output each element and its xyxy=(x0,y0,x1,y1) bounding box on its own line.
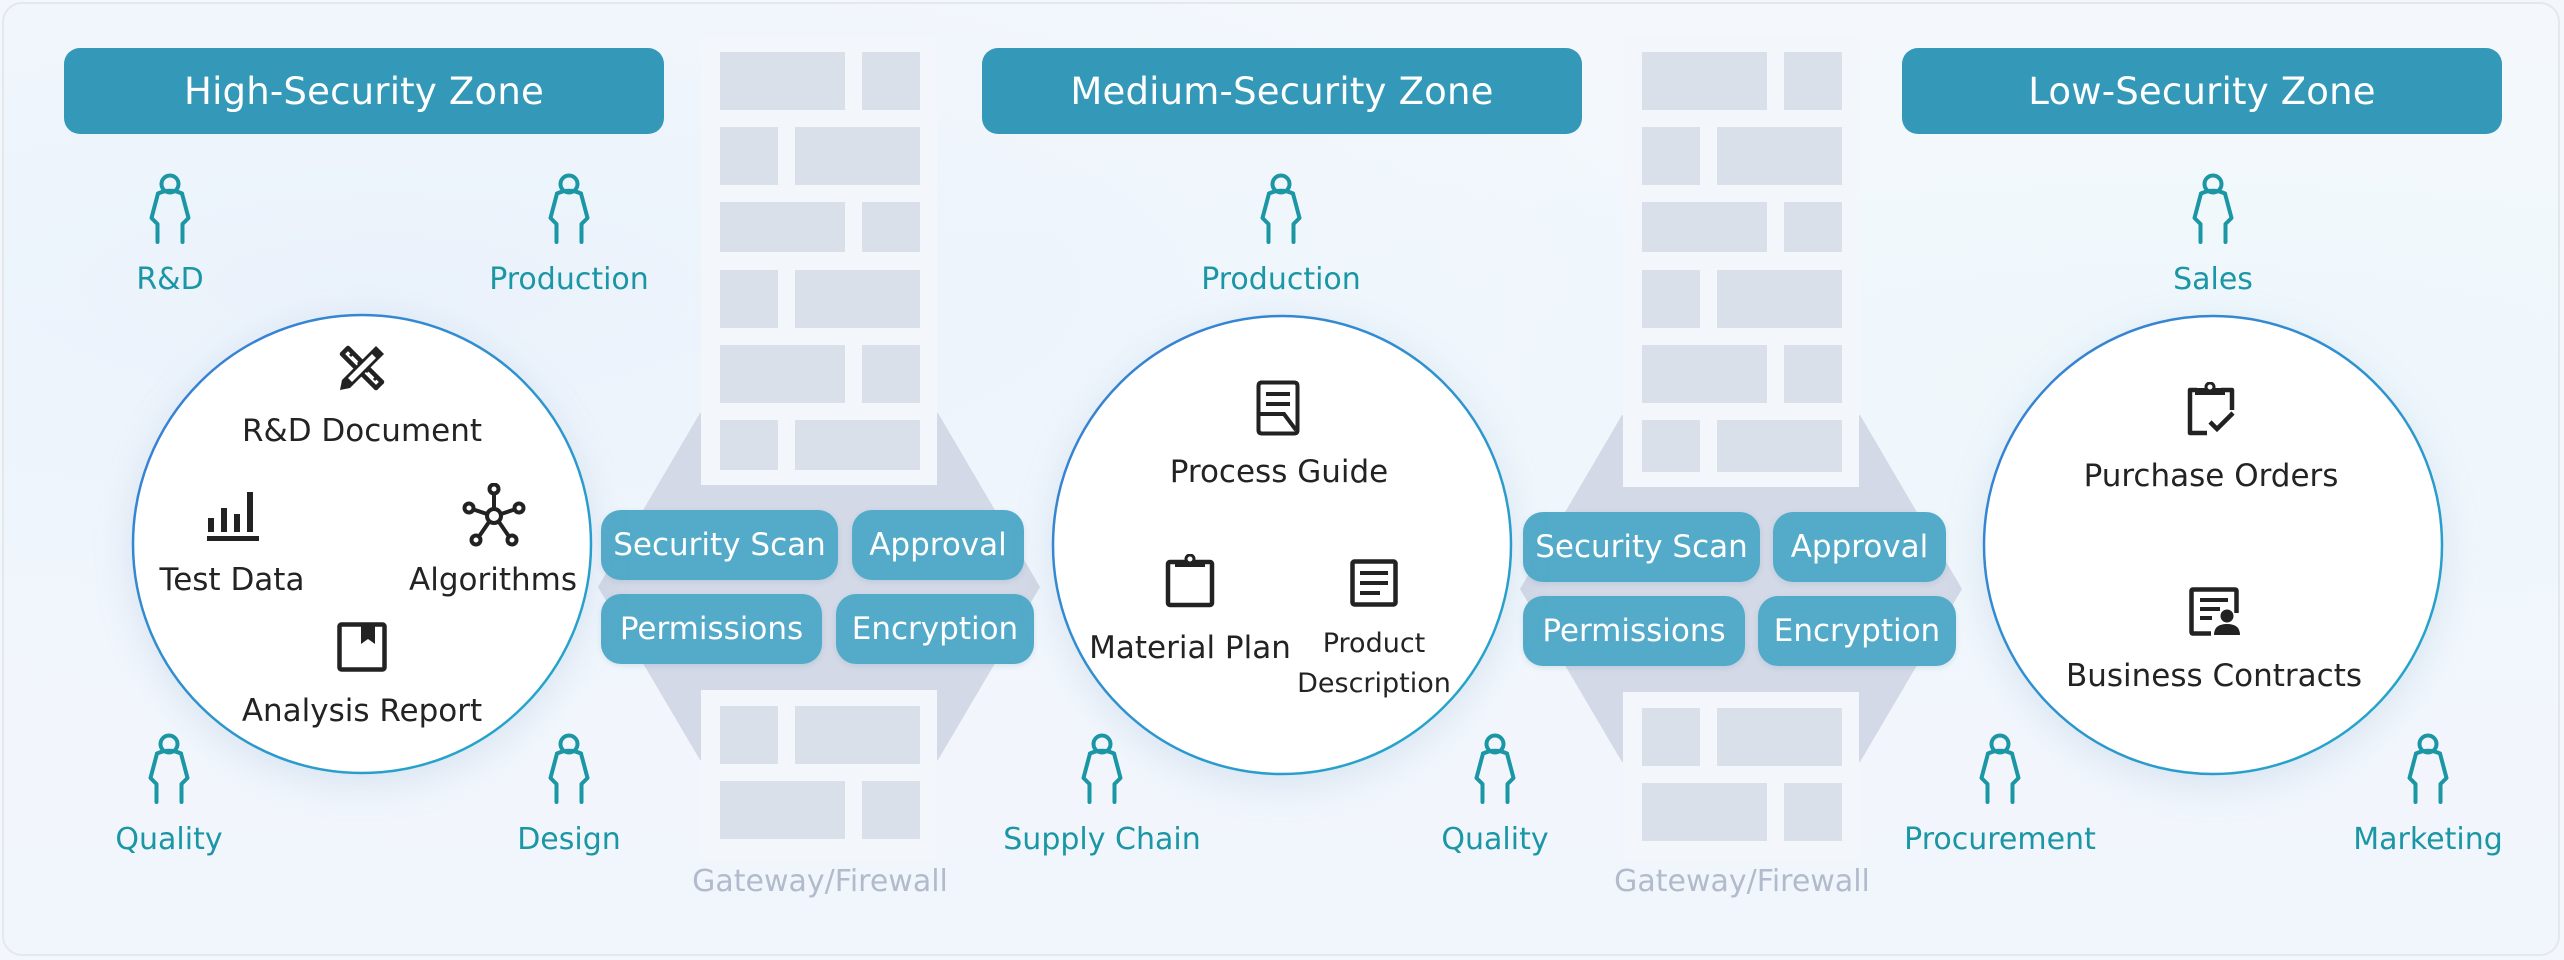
bookmark-report-icon xyxy=(337,622,387,672)
control-security-scan[interactable]: Security Scan xyxy=(1523,512,1760,582)
control-approval[interactable]: Approval xyxy=(1773,512,1946,582)
control-permissions[interactable]: Permissions xyxy=(1523,596,1745,666)
zone-header-low: Low-Security Zone xyxy=(1902,48,2502,134)
zone-header-medium: Medium-Security Zone xyxy=(982,48,1582,134)
document-lines-icon xyxy=(1350,559,1398,607)
asset-label-product-description-line2: Description xyxy=(1297,668,1451,699)
role-label-marketing: Marketing xyxy=(2353,822,2503,857)
asset-label-analysis-report: Analysis Report xyxy=(241,693,483,729)
role-label-production: Production xyxy=(489,262,649,297)
asset-label-process-guide: Process Guide xyxy=(1169,454,1389,490)
zone-header-high: High-Security Zone xyxy=(64,48,664,134)
asset-label-business-contracts: Business Contracts xyxy=(2065,658,2363,694)
control-encryption[interactable]: Encryption xyxy=(1758,596,1956,666)
control-approval[interactable]: Approval xyxy=(852,510,1024,580)
role-label-procurement: Procurement xyxy=(1904,822,2096,857)
role-label-quality: Quality xyxy=(1441,822,1549,857)
network-icon xyxy=(462,483,526,547)
person-icon xyxy=(2190,172,2236,244)
role-label-sales: Sales xyxy=(2173,262,2253,297)
control-permissions[interactable]: Permissions xyxy=(601,594,822,664)
asset-label-purchase-orders: Purchase Orders xyxy=(2083,458,2339,494)
asset-label-algorithms: Algorithms xyxy=(409,562,577,598)
contract-person-icon xyxy=(2189,587,2240,636)
role-label-production: Production xyxy=(1201,262,1361,297)
asset-label-test-data: Test Data xyxy=(159,562,305,598)
bar-chart-icon xyxy=(207,492,259,541)
design-tools-icon xyxy=(339,345,385,391)
gateway-label: Gateway/Firewall xyxy=(692,864,948,899)
role-label-rd: R&D xyxy=(136,262,204,297)
control-encryption[interactable]: Encryption xyxy=(836,594,1034,664)
asset-label-rd-document: R&D Document xyxy=(241,413,483,449)
asset-label-product-description-line1: Product xyxy=(1322,628,1426,659)
person-icon xyxy=(1258,172,1304,244)
gateway-label: Gateway/Firewall xyxy=(1614,864,1870,899)
control-security-scan[interactable]: Security Scan xyxy=(601,510,838,580)
clipboard-icon xyxy=(1165,554,1215,608)
person-icon xyxy=(147,172,193,244)
document-guide-icon xyxy=(1256,380,1300,436)
role-label-design: Design xyxy=(517,822,621,857)
person-icon xyxy=(546,172,592,244)
role-label-quality: Quality xyxy=(115,822,223,857)
asset-label-material-plan: Material Plan xyxy=(1089,630,1291,666)
clipboard-check-icon xyxy=(2187,382,2235,436)
role-label-supply-chain: Supply Chain xyxy=(1003,822,1201,857)
